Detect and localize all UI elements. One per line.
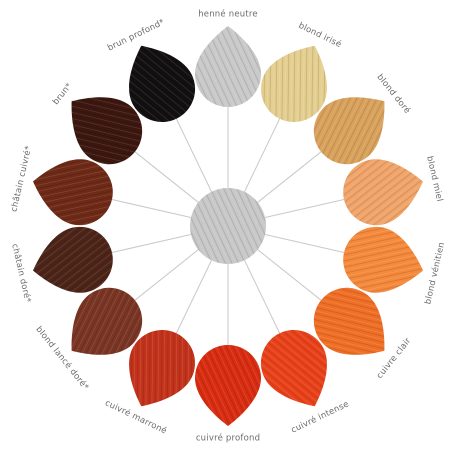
spoke-line [244, 117, 281, 192]
spoke-line [110, 233, 192, 254]
color-swatch [260, 329, 327, 407]
spoke-line [110, 198, 192, 219]
spoke-line [244, 260, 281, 335]
color-swatch [313, 97, 385, 165]
swatch-label: cuivré marroné [103, 397, 169, 436]
spoke-line [175, 260, 212, 335]
color-swatch [129, 45, 196, 123]
spoke-line [175, 117, 212, 192]
swatch-label: cuivré intense [289, 398, 350, 435]
swatch-label: cuivré profond [196, 433, 260, 444]
swatch-label: henné neutre [198, 9, 258, 20]
swatch-label: blond vénitien [422, 241, 447, 305]
swatch-label: blond miel [424, 155, 444, 203]
swatch-label: brun* [51, 81, 74, 107]
spoke-line [133, 150, 199, 203]
color-swatch [195, 345, 261, 426]
spoke-line [133, 249, 199, 302]
color-swatch [343, 159, 423, 226]
color-swatch [71, 287, 143, 355]
center-swatch [190, 188, 266, 264]
spoke-line [257, 249, 323, 302]
color-swatch [71, 97, 143, 165]
color-swatch [313, 287, 385, 355]
swatches [33, 26, 423, 426]
spokes [110, 106, 346, 346]
swatch-label: brun profond* [106, 17, 166, 53]
color-swatch [260, 45, 327, 123]
color-swatch [33, 226, 113, 293]
swatch-label: châtain doré* [9, 243, 33, 304]
spoke-line [264, 198, 346, 219]
spoke-line [264, 233, 346, 254]
swatch-label: blond irisé [297, 20, 344, 50]
color-swatch [129, 329, 196, 407]
color-swatch [343, 226, 423, 293]
spoke-line [257, 150, 323, 203]
color-swatch [195, 26, 261, 107]
swatch-label: châtain cuivré* [8, 145, 34, 213]
color-swatch [33, 159, 113, 226]
